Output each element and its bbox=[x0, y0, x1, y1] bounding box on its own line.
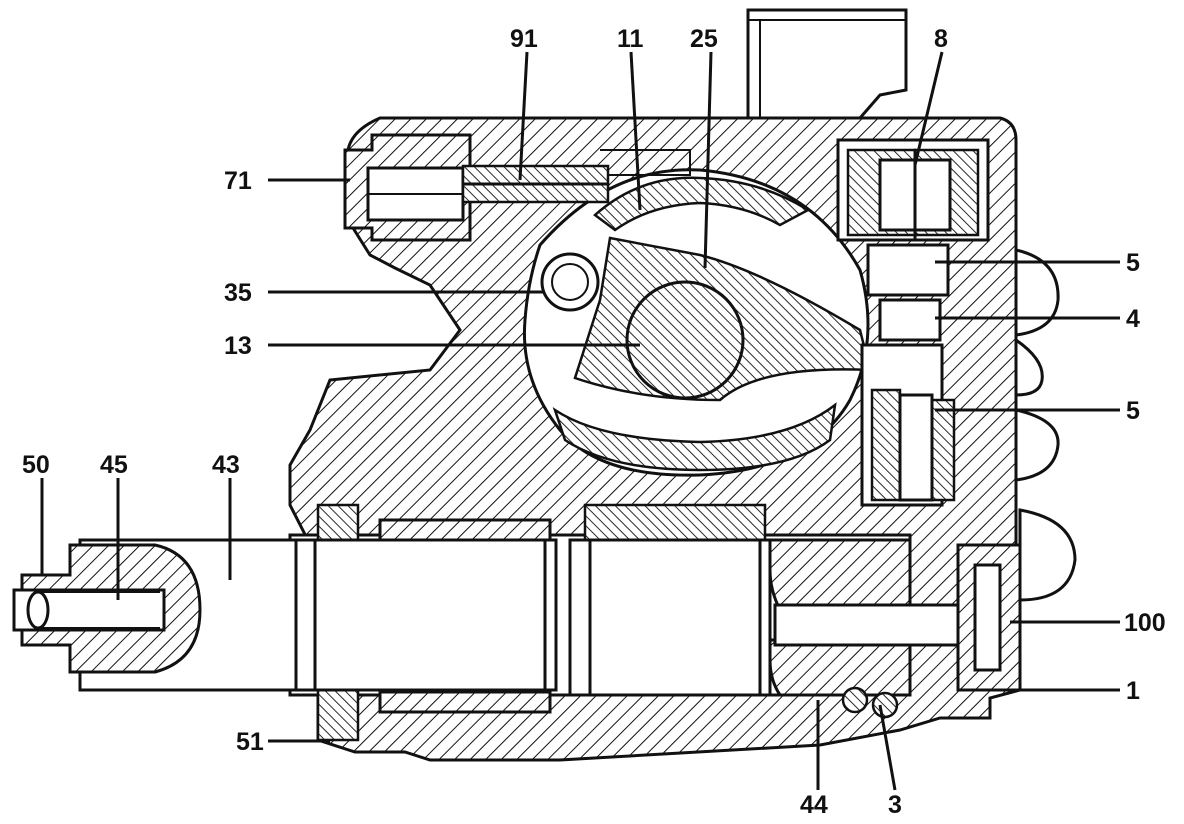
pivot-pin-35 bbox=[540, 252, 600, 312]
label-4: 4 bbox=[1126, 305, 1140, 333]
label-13: 13 bbox=[224, 332, 252, 360]
label-91: 91 bbox=[510, 25, 538, 53]
end-cap-100 bbox=[956, 543, 1022, 692]
label-100: 100 bbox=[1124, 609, 1166, 637]
drive-shaft-13 bbox=[625, 280, 745, 400]
label-11: 11 bbox=[617, 25, 644, 53]
coupling-44 bbox=[568, 503, 977, 697]
label-45: 45 bbox=[100, 451, 128, 479]
reference-numerals: 91 11 25 8 71 35 13 5 4 5 50 45 43 100 1… bbox=[22, 25, 1166, 819]
top-bracket bbox=[746, 8, 908, 120]
adjuster-cap-71 bbox=[343, 133, 472, 242]
bearing-51 bbox=[316, 503, 552, 742]
shaft-end-45 bbox=[12, 543, 202, 674]
housing-side-bulges bbox=[1014, 248, 1077, 602]
label-5-upper: 5 bbox=[1126, 249, 1140, 277]
valve-column bbox=[836, 138, 990, 507]
label-50: 50 bbox=[22, 451, 50, 479]
label-8: 8 bbox=[934, 25, 948, 53]
leader-lines bbox=[40, 51, 1120, 791]
label-71: 71 bbox=[224, 167, 252, 195]
label-35: 35 bbox=[224, 279, 252, 307]
label-3: 3 bbox=[888, 791, 902, 819]
label-1: 1 bbox=[1126, 677, 1140, 705]
label-25: 25 bbox=[690, 25, 718, 53]
seal-3 bbox=[841, 686, 899, 719]
label-5-lower: 5 bbox=[1126, 397, 1140, 425]
adjuster-spring-91 bbox=[461, 149, 691, 204]
label-51: 51 bbox=[236, 728, 264, 756]
cam-ring bbox=[552, 176, 837, 472]
label-44: 44 bbox=[800, 791, 828, 819]
label-43: 43 bbox=[212, 451, 240, 479]
